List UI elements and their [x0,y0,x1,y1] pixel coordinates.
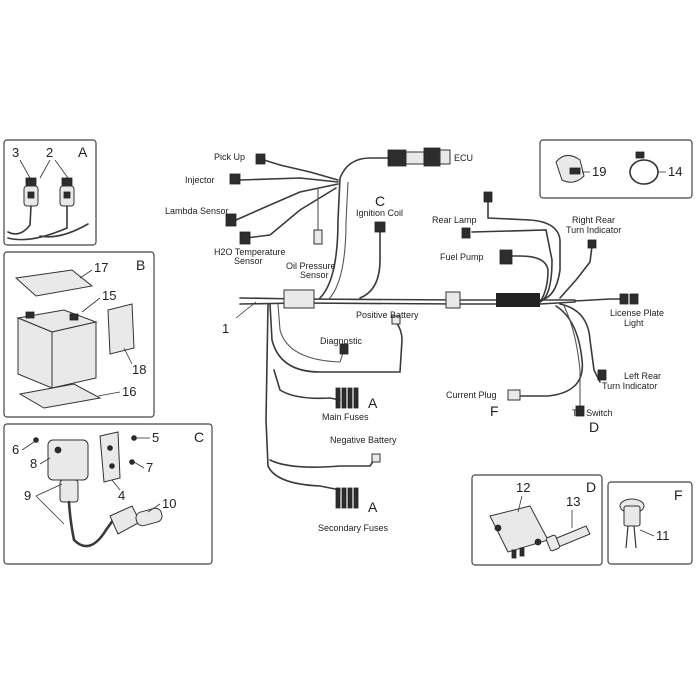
main-fuse-block [335,387,359,409]
label-left-rear-indicator: Turn Indicator [602,381,657,391]
inset-panel-c: C 6 8 5 7 9 4 10 [3,423,213,565]
callout-19: 19 [592,164,606,179]
label-lambda-sensor: Lambda Sensor [165,206,229,216]
label-main-fuses: Main Fuses [322,412,369,422]
label-secondary-fuses: Secondary Fuses [318,523,389,533]
tilt-switch-body [489,505,549,559]
panel-f-letter: F [674,487,683,503]
fuel-pump-connector [499,249,513,265]
negative-battery-terminal [371,453,381,463]
letter-f-current: F [490,403,499,419]
label-negative-battery: Negative Battery [330,435,397,445]
letter-d-tilt: D [589,419,599,435]
pick-up-connector [255,153,266,165]
ignition-coil-connector [374,221,386,233]
label-h2o-temperature: H2O Temperature [214,247,285,257]
current-plug-socket [619,498,645,549]
letter-a-secondary: A [368,499,378,515]
label-oil-sensor: Sensor [300,270,329,280]
label-pick-up: Pick Up [214,152,245,162]
label-diagnostic: Diagnostic [320,336,363,346]
tilt-switch-connector [575,405,585,417]
callout-7: 7 [146,460,153,475]
callout-16: 16 [122,384,136,399]
spark-plug-cap [109,505,163,535]
callout-18: 18 [132,362,146,377]
label-current-plug: Current Plug [446,390,497,400]
secondary-fuse-block [335,487,359,509]
label-license-light: Light [624,318,644,328]
inset-panel-clips: 19 14 [539,139,693,199]
label-right-rear: Right Rear [572,215,615,225]
label-left-rear: Left Rear [624,371,661,381]
injector-connector [229,173,241,185]
callout-9: 9 [24,488,31,503]
label-ignition-coil: Ignition Coil [356,208,403,218]
callout-1: 1 [222,321,229,336]
current-plug-connector [507,389,521,401]
battery [16,309,98,389]
coil-bracket [99,431,121,483]
callout-5: 5 [152,430,159,445]
license-plate-connector-2 [629,293,639,305]
callout-15: 15 [102,288,116,303]
panel-b-letter: B [136,257,145,273]
callout-14: 14 [668,164,682,179]
ecu-connector [387,147,451,167]
battery-side-pad [107,303,135,355]
inset-panel-b: B 17 15 18 16 [3,251,155,418]
callout-12: 12 [516,480,530,495]
label-fuel-pump: Fuel Pump [440,252,484,262]
label-oil-pressure: Oil Pressure [286,261,336,271]
hv-lead [67,500,118,548]
harness-labels: Pick Up Injector Lambda Sensor H2O Tempe… [165,152,664,533]
callout-6: 6 [12,442,19,457]
fuse-holder-right [59,177,75,207]
fuse-holder-left [23,177,39,207]
callout-17: 17 [94,260,108,275]
label-ecu: ECU [454,153,473,163]
letter-a-main: A [368,395,378,411]
battery-top-pad [14,269,94,297]
panel-d-letter: D [586,479,596,495]
callout-4: 4 [118,488,125,503]
battery-bottom-pad [18,383,102,409]
rear-lamp-connector-2 [461,227,471,239]
positive-battery-terminal [391,315,401,325]
callout-11: 11 [656,528,670,543]
main-harness [225,147,639,509]
left-rear-connector [597,369,607,381]
inset-panel-d: D 12 13 [471,474,603,566]
label-rear-lamp: Rear Lamp [432,215,477,225]
label-tilt-switch: Tilt Switch [572,408,613,418]
callout-13: 13 [566,494,580,509]
inset-panel-a: A 3 2 [3,139,97,246]
ignition-coil [47,439,89,503]
rubber-clip [555,155,585,183]
right-rear-connector [587,239,597,249]
panel-a-letter: A [78,144,88,160]
diagnostic-connector [339,343,349,355]
label-license-plate: License Plate [610,308,664,318]
callout-10: 10 [162,496,176,511]
callout-8: 8 [30,456,37,471]
license-plate-connector-1 [619,293,629,305]
h2o-connector [239,231,251,245]
label-right-rear-indicator: Turn Indicator [566,225,621,235]
callout-3: 3 [12,145,19,160]
panel-c-letter: C [194,429,204,445]
label-injector: Injector [185,175,215,185]
label-positive-battery: Positive Battery [356,310,419,320]
callout-2: 2 [46,145,53,160]
letter-c-ignition: C [375,193,385,209]
label-h2o-sensor: Sensor [234,256,263,266]
rear-lamp-connector-1 [483,191,493,203]
inset-panel-f: F 11 [607,481,693,565]
tilt-switch-bolt [545,525,591,552]
lambda-connector [225,213,237,227]
cable-tie [629,151,659,185]
oil-pressure-connector [313,229,323,245]
